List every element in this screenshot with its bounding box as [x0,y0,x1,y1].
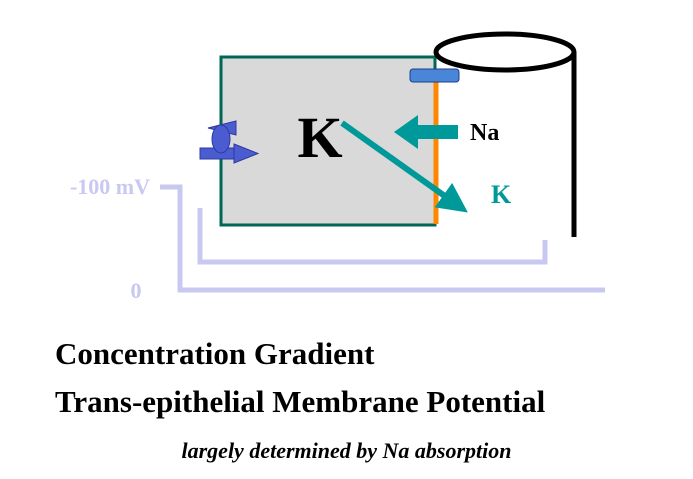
cell-potassium-label: K [297,105,342,170]
caption-concentration-gradient: Concentration Gradient [55,336,375,371]
voltage-zero-label: 0 [131,278,142,303]
voltage-trace-outer [160,184,605,293]
voltage-trace-inner [197,208,548,265]
voltage-minus100-label: -100 mV [70,174,150,199]
sodium-channel [409,68,460,83]
lumen-tube [433,31,577,237]
voltage-trace [160,184,605,293]
caption-note: largely determined by Na absorption [181,438,512,463]
caption-membrane-potential: Trans-epithelial Membrane Potential [55,384,546,419]
sodium-arrow [394,115,458,149]
basolateral-pump-icon [199,120,260,164]
potassium-arrow [340,120,468,213]
potassium-exit-label: K [491,180,512,209]
lumen-opening [433,31,577,73]
sodium-label: Na [470,120,499,146]
